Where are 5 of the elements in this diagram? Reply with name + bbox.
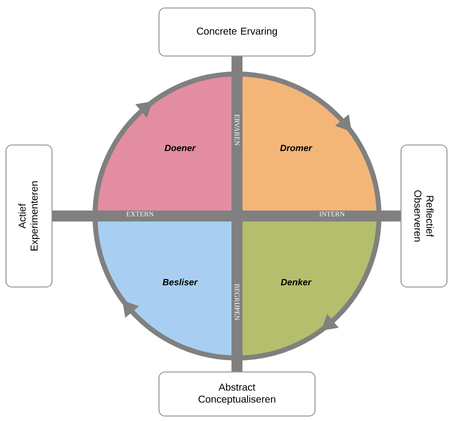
label-box: Concrete Ervaring (158, 8, 316, 56)
label-box: Abstract Conceptualiseren (158, 372, 316, 416)
label-box: Actief Experimenteren (6, 144, 52, 288)
cross-bar (232, 56, 242, 372)
label-box: Reflectief Observeren (400, 144, 448, 288)
